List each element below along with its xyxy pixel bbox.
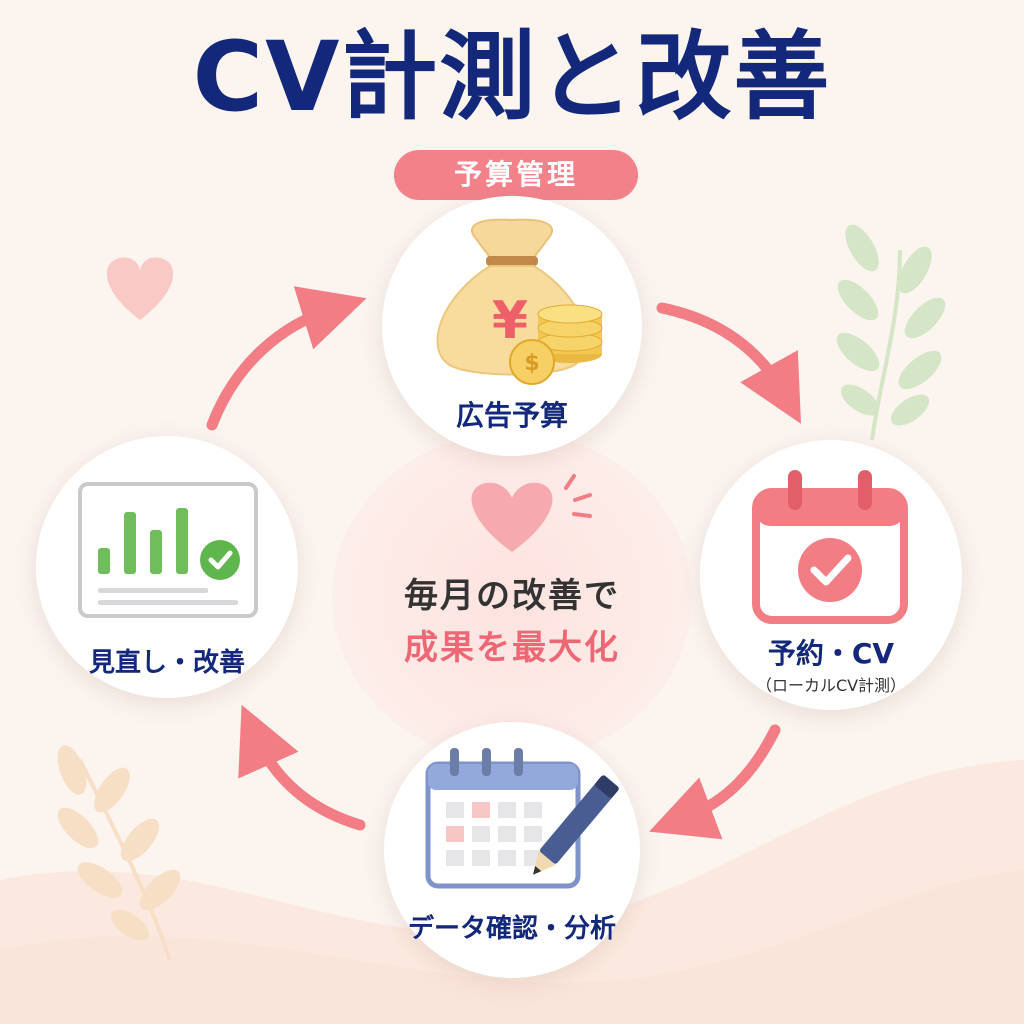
- node-budget: ¥ $ 広告予算: [382, 196, 642, 456]
- money-bag-icon: ¥ $: [436, 218, 603, 385]
- leaf-branch-icon: [57, 745, 181, 961]
- center-text-line2: 成果を最大化: [404, 628, 620, 668]
- heart-icon: [106, 257, 174, 320]
- center-highlight: [332, 432, 692, 762]
- node-data-label: データ確認・分析: [407, 914, 616, 944]
- arrow-budget-to-booking: [656, 302, 802, 424]
- page-title: CV計測と改善: [192, 21, 832, 133]
- arrow-data-to-review: [238, 704, 366, 831]
- budget-management-badge: 予算管理: [394, 150, 638, 200]
- chart-check-icon: [78, 482, 258, 618]
- node-booking-label: 予約・CV: [767, 637, 895, 670]
- calendar-pencil-icon: [425, 748, 619, 889]
- node-review: 見直し・改善: [36, 436, 298, 698]
- leaf-branch-icon: [836, 224, 946, 441]
- svg-text:¥: ¥: [492, 291, 528, 351]
- svg-text:$: $: [524, 351, 539, 376]
- node-budget-label: 広告予算: [455, 399, 568, 432]
- node-review-label: 見直し・改善: [88, 648, 245, 678]
- node-booking-sublabel: （ローカルCV計測）: [755, 676, 907, 695]
- node-booking: 予約・CV （ローカルCV計測）: [700, 440, 962, 710]
- center-text-line1: 毎月の改善で: [404, 576, 620, 616]
- arrow-review-to-budget: [206, 286, 367, 431]
- arrow-booking-to-data: [649, 724, 781, 840]
- calendar-check-icon: [752, 470, 908, 624]
- node-data: データ確認・分析: [384, 722, 640, 978]
